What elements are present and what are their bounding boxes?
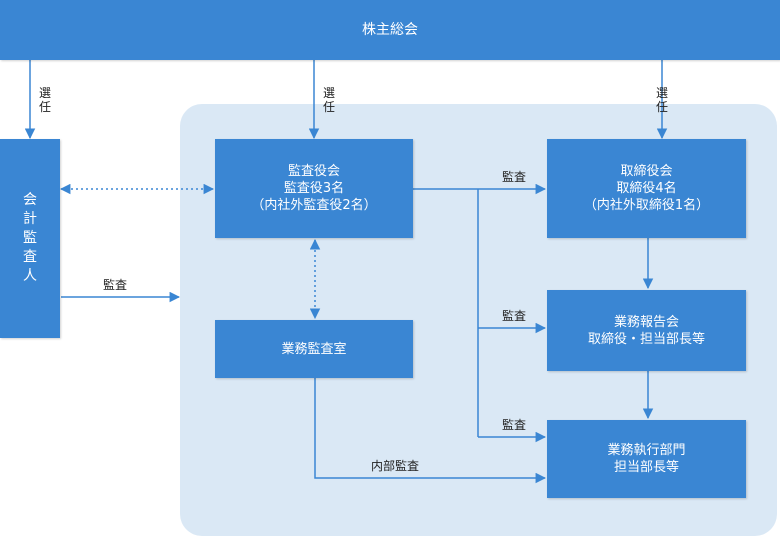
elect-directors-label: 選任 — [655, 86, 668, 114]
audit-to-departments-label: 監査 — [502, 418, 527, 432]
accounting-auditor-char: 計 — [23, 211, 37, 227]
shareholders-meeting-label: 株主総会 — [362, 21, 418, 38]
external-audit-label: 監査 — [103, 278, 128, 292]
audit-board-members: 監査役3名 — [283, 181, 345, 196]
accounting-auditor-char: 査 — [23, 249, 37, 265]
accounting-auditor-char: 会 — [23, 192, 37, 208]
accounting-auditor-char: 人 — [23, 268, 37, 284]
board-of-directors-box: 取締役会 取締役4名 （内社外取締役1名） — [547, 139, 746, 238]
audit-board-title: 監査役会 — [287, 164, 340, 179]
elect-audit-board-label: 選任 — [322, 86, 335, 114]
business-departments-title: 業務執行部門 — [607, 443, 686, 458]
board-members: 取締役4名 — [616, 181, 677, 196]
internal-audit-label: 内部監査 — [371, 459, 420, 473]
internal-audit-office-box: 業務監査室 — [215, 320, 413, 378]
board-outside-members: （内社外取締役1名） — [583, 198, 710, 213]
business-departments-members: 担当部長等 — [613, 460, 679, 475]
business-report-meeting-box: 業務報告会 取締役・担当部長等 — [547, 290, 746, 371]
accounting-auditor-box: 会 計 監 査 人 — [0, 139, 60, 338]
internal-audit-office-label: 業務監査室 — [281, 341, 347, 357]
board-title: 取締役会 — [620, 164, 673, 179]
accounting-auditor-char: 監 — [23, 230, 37, 246]
business-report-members: 取締役・担当部長等 — [587, 331, 705, 347]
internal-audit-arrow — [314, 378, 547, 484]
audit-to-report-label: 監査 — [502, 309, 527, 323]
audit-board-outside-members: （内社外監査役2名） — [251, 198, 377, 213]
audit-board-box: 監査役会 監査役3名 （内社外監査役2名） — [215, 139, 413, 238]
business-departments-box: 業務執行部門 担当部長等 — [547, 420, 746, 498]
audit-to-board-label: 監査 — [502, 170, 527, 184]
elect-auditor-label: 選任 — [38, 86, 51, 114]
shareholders-meeting-box: 株主総会 — [0, 0, 780, 60]
business-report-title: 業務報告会 — [613, 314, 679, 330]
